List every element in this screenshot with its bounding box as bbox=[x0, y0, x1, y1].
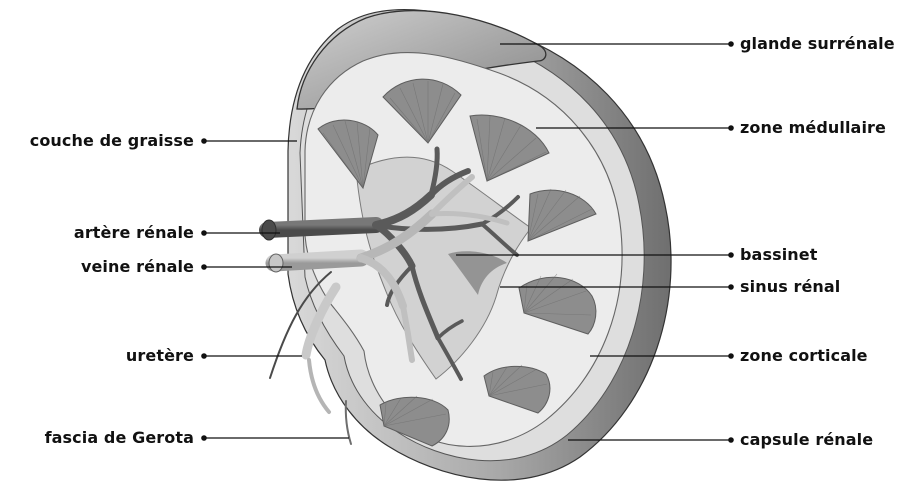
label-ureter: uretère bbox=[103, 347, 194, 365]
label-renal-sinus: sinus rénal bbox=[740, 278, 840, 296]
leader-dot-cortex bbox=[728, 353, 734, 359]
label-cortex: zone corticale bbox=[740, 347, 868, 365]
leader-dot-renal-capsule bbox=[728, 437, 734, 443]
label-renal-vein: veine rénale bbox=[56, 258, 194, 276]
label-medulla: zone médullaire bbox=[740, 119, 886, 137]
leader-dot-renal-vein bbox=[201, 264, 207, 270]
label-fat-layer: couche de graisse bbox=[10, 132, 194, 150]
label-renal-pelvis: bassinet bbox=[740, 246, 817, 264]
leader-dot-adrenal-gland bbox=[728, 41, 734, 47]
leader-dot-fat-layer bbox=[201, 138, 207, 144]
leader-dot-medulla bbox=[728, 125, 734, 131]
leader-dot-renal-pelvis bbox=[728, 252, 734, 258]
label-renal-artery: artère rénale bbox=[45, 224, 194, 242]
leader-dot-renal-artery bbox=[201, 230, 207, 236]
leader-dot-ureter bbox=[201, 353, 207, 359]
label-adrenal-gland: glande surrénale bbox=[740, 35, 895, 53]
label-renal-capsule: capsule rénale bbox=[740, 431, 873, 449]
leader-dot-renal-sinus bbox=[728, 284, 734, 290]
leader-dot-gerota-fascia bbox=[201, 435, 207, 441]
label-gerota-fascia: fascia de Gerota bbox=[30, 429, 194, 447]
